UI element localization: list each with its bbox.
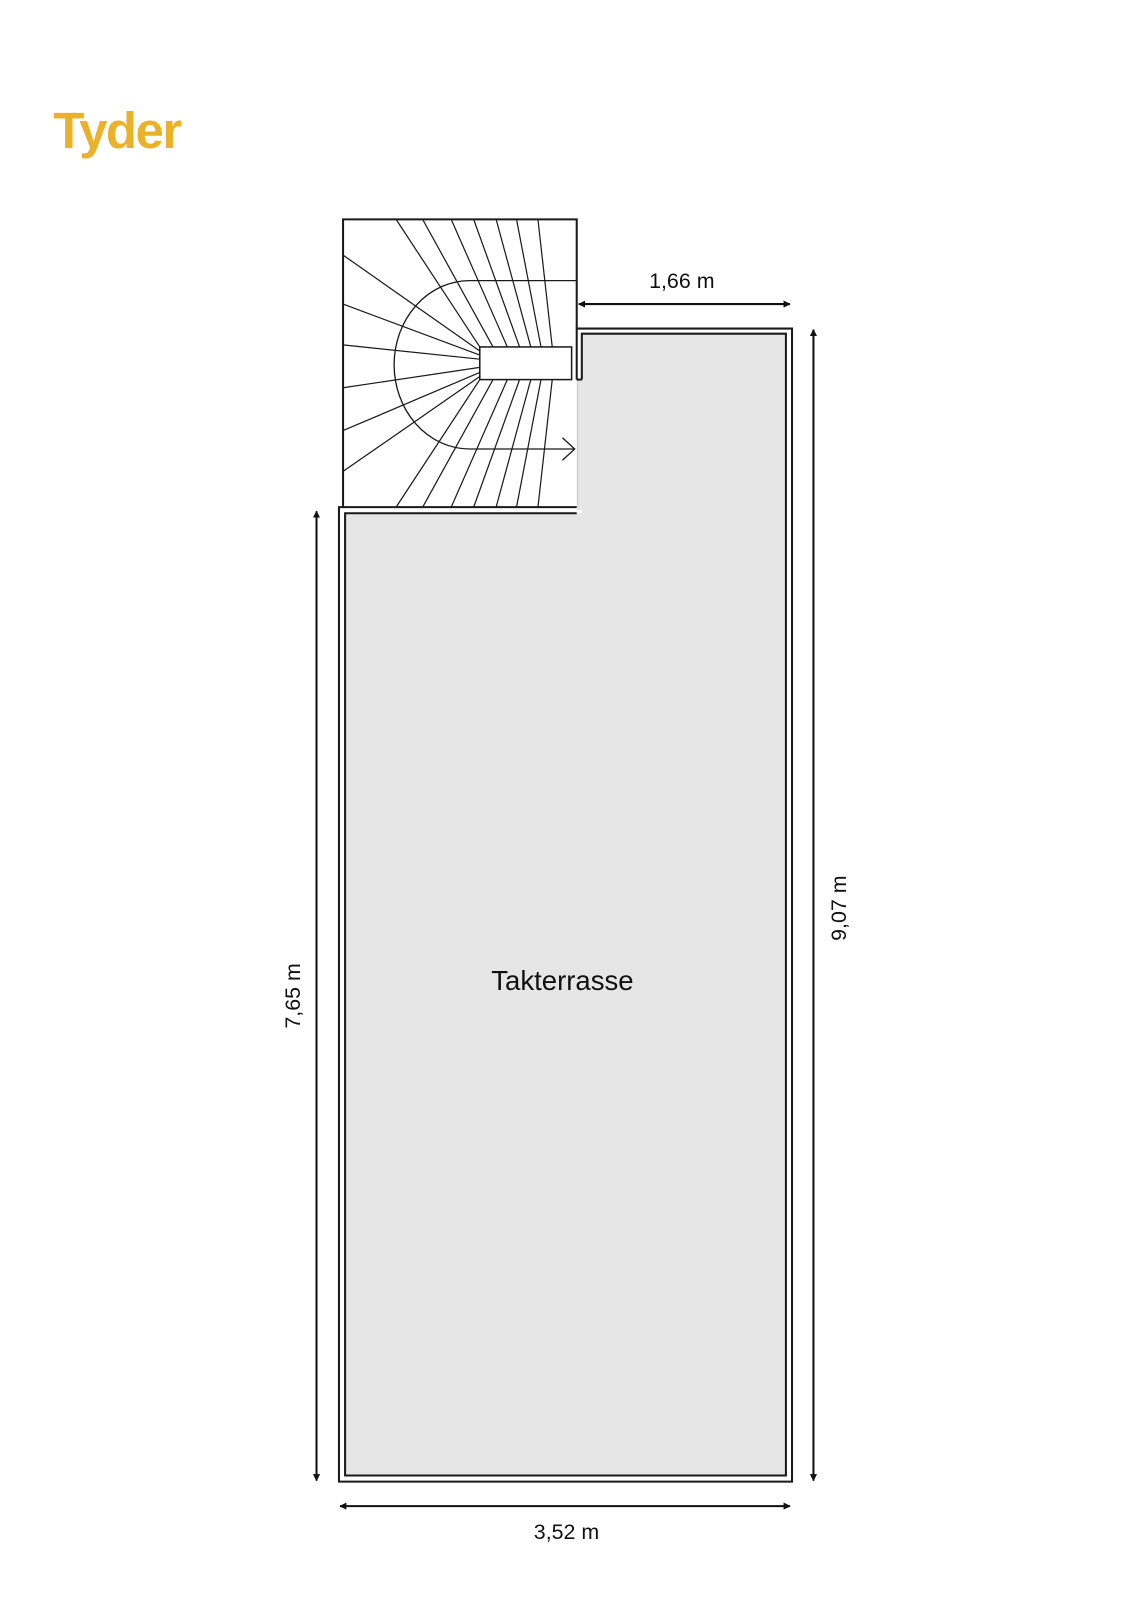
stair-tread	[473, 379, 521, 508]
stair-tread	[515, 379, 542, 508]
stair-tread	[342, 344, 480, 360]
staircase	[342, 218, 578, 508]
brand-logo: Tyder	[53, 102, 182, 159]
stair-tread	[515, 219, 542, 348]
stair-tread	[473, 219, 521, 348]
stair-tread	[495, 379, 532, 508]
stair-tread	[342, 303, 480, 356]
stair-tread	[342, 376, 481, 472]
stair-enclosure	[342, 218, 578, 508]
stair-tread	[422, 219, 494, 348]
stair-tread	[342, 371, 481, 432]
stair-tread	[495, 219, 532, 348]
terrace-inner-wall	[344, 332, 787, 1477]
stair-tread	[395, 219, 481, 348]
stair-direction-arrow-icon	[561, 437, 576, 461]
stair-tread	[422, 379, 494, 508]
stair-tread	[450, 219, 508, 348]
stair-walking-line	[393, 279, 577, 450]
stair-tread	[395, 379, 481, 508]
dimension-label-right: 9,07 m	[827, 875, 851, 940]
dimension-label-left: 7,65 m	[281, 963, 305, 1028]
terrace-floor	[345, 333, 786, 1476]
stair-tread	[450, 379, 508, 508]
dimension-label-bottom: 3,52 m	[534, 1520, 599, 1544]
stair-tread	[537, 379, 553, 508]
stair-tread	[342, 366, 480, 389]
stair-newel	[479, 346, 573, 381]
room-label: Takterrasse	[491, 965, 633, 996]
stair-tread	[342, 254, 481, 352]
dimension-label-top: 1,66 m	[649, 269, 714, 293]
stair-tread	[537, 219, 553, 348]
stair-opening	[576, 379, 582, 511]
